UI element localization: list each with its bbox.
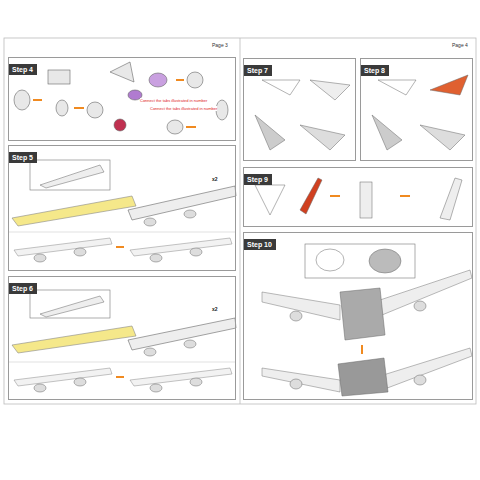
page-number: Page 3 bbox=[212, 42, 228, 48]
step-heading: Step 8 bbox=[361, 65, 389, 76]
step-panel: Step 6 bbox=[8, 276, 236, 400]
step-heading: Step 6 bbox=[9, 283, 37, 294]
assembly-note: Connect the tabs illustrated in number bbox=[140, 98, 207, 103]
step-panel: Step 9 bbox=[243, 167, 473, 227]
step-heading: Step 10 bbox=[244, 239, 276, 250]
page-number: Page 4 bbox=[452, 42, 468, 48]
step-heading: Step 4 bbox=[9, 64, 37, 75]
step-heading: Step 9 bbox=[244, 174, 272, 185]
step-panel: Step 5 bbox=[8, 145, 236, 271]
step-heading: Step 7 bbox=[244, 65, 272, 76]
quantity-label: x2 bbox=[212, 176, 218, 182]
assembly-note: Connect the tabs illustrated in number bbox=[150, 106, 217, 111]
step-panel: Step 7 bbox=[243, 58, 356, 161]
step-panel: Step 10 bbox=[243, 232, 473, 400]
quantity-label: x2 bbox=[212, 306, 218, 312]
step-panel: Step 8 bbox=[360, 58, 473, 161]
step-heading: Step 5 bbox=[9, 152, 37, 163]
